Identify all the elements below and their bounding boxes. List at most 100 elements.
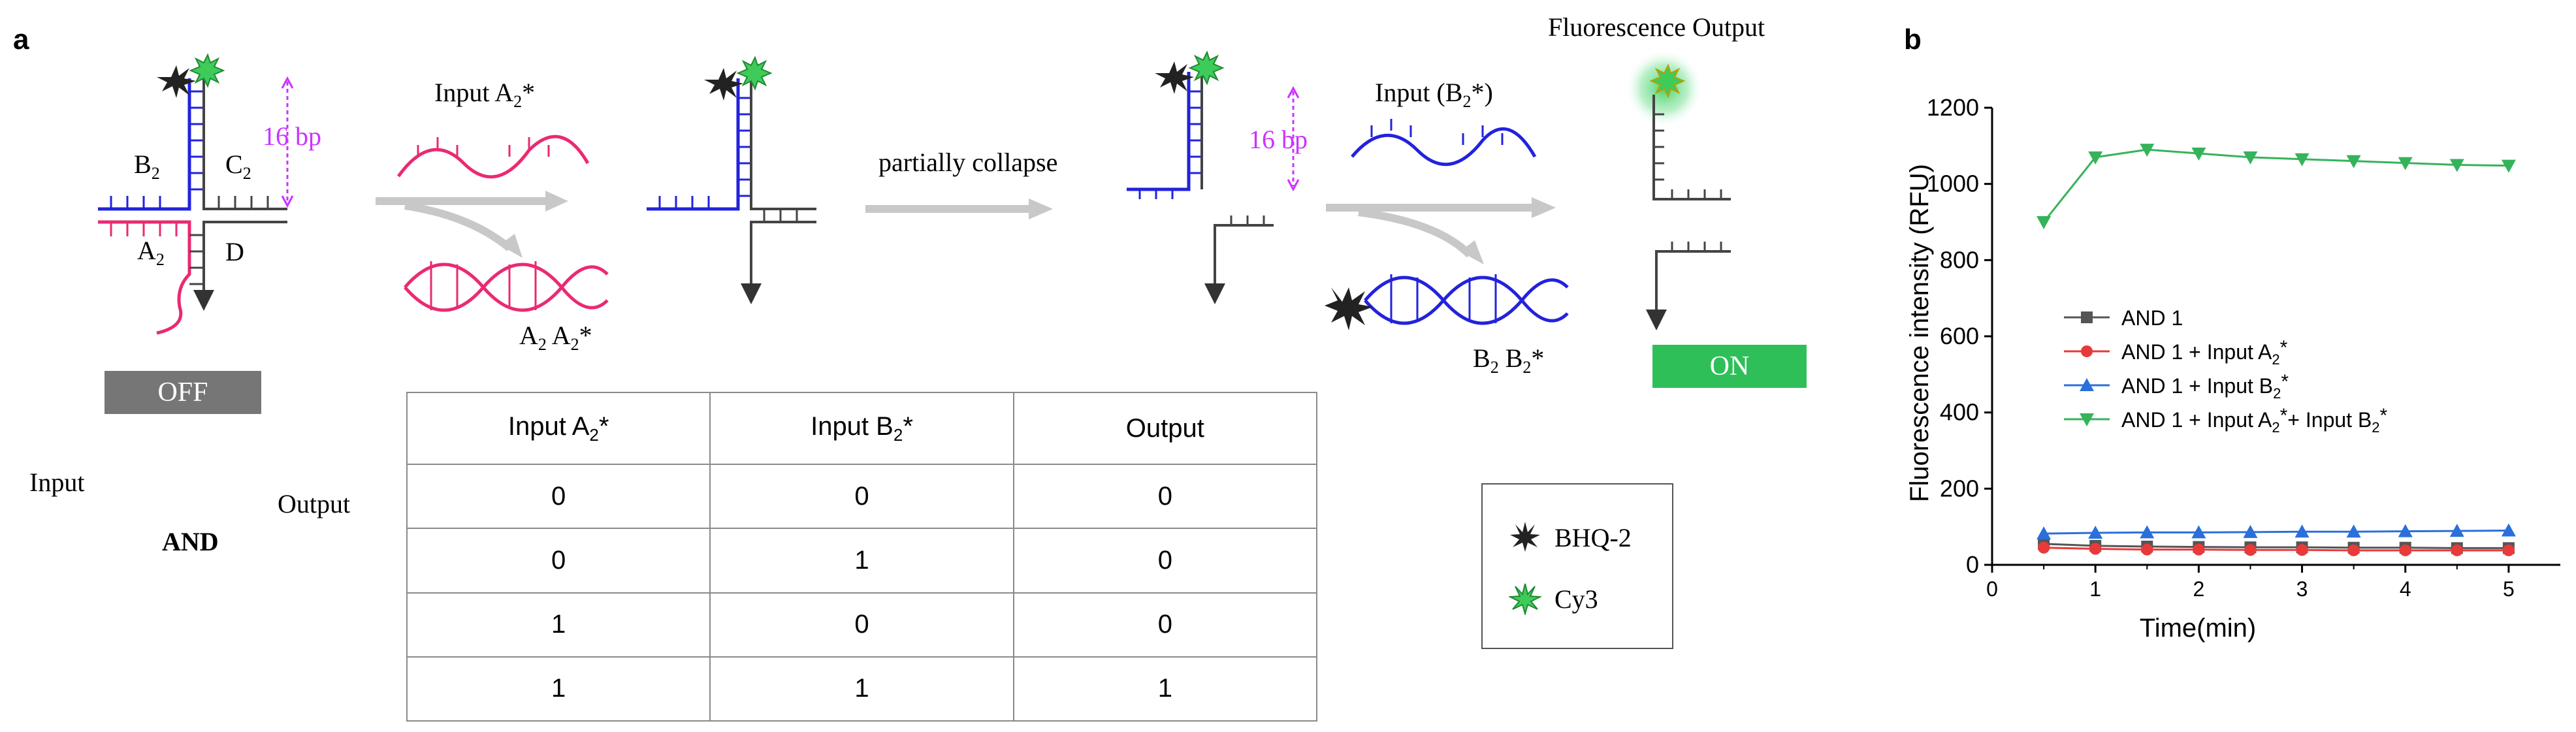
intermediate-structure-2 <box>1127 50 1300 304</box>
label-partially-collapse: partially collapse <box>878 148 1058 177</box>
data-point <box>2081 345 2093 357</box>
label-a-duplex: A2 A2* <box>519 321 592 354</box>
data-point <box>2243 524 2258 538</box>
intermediate-structure-1 <box>647 56 816 304</box>
data-point <box>2037 216 2052 229</box>
cy3-star-icon <box>1509 583 1541 615</box>
data-point <box>2346 155 2361 168</box>
a-duplex <box>404 261 609 312</box>
data-point <box>2088 151 2103 165</box>
label-a2: A2 <box>137 236 165 269</box>
input-a-strand <box>396 135 590 179</box>
y-tick-label: 1200 <box>1927 94 1979 121</box>
y-tick-label: 400 <box>1940 399 1979 426</box>
bhq-star-icon <box>1510 522 1540 552</box>
y-tick-label: 800 <box>1940 246 1979 273</box>
series-line <box>2044 543 2509 549</box>
label-input-b: Input (B2*) <box>1375 78 1493 111</box>
data-point <box>2398 524 2413 537</box>
legend-entry-label: AND 1 + Input B2* <box>2121 371 2289 402</box>
x-axis-label: Time(min) <box>2140 614 2257 643</box>
data-point <box>2080 413 2094 426</box>
data-point <box>2140 144 2155 157</box>
panel-letter-b: b <box>1904 24 1922 56</box>
cell: 0 <box>1012 592 1318 658</box>
label-16bp-left: 16 bp <box>263 121 321 151</box>
legend-entry-label: AND 1 <box>2121 306 2183 330</box>
data-point <box>2399 544 2411 556</box>
cell: 1 <box>709 528 1014 594</box>
y-axis-label: Fluorescence intensity (RFU) <box>1905 164 1934 502</box>
bhq-label: BHQ-2 <box>1554 523 1632 552</box>
cy3-label: Cy3 <box>1554 584 1598 614</box>
b-duplex <box>1364 274 1569 325</box>
data-point <box>2346 524 2361 538</box>
label-16bp-right: 16 bp <box>1249 125 1308 154</box>
x-tick-label: 5 <box>2503 577 2515 601</box>
label-fluorescence-output: Fluorescence Output <box>1548 12 1765 42</box>
data-point <box>2243 151 2258 165</box>
data-point <box>2141 543 2153 556</box>
off-state-box: OFF <box>105 371 261 414</box>
data-point <box>2294 153 2310 167</box>
cell: 0 <box>709 592 1014 658</box>
dna-schematic <box>98 49 1731 335</box>
data-point <box>2449 524 2464 537</box>
cell: 0 <box>406 528 711 594</box>
x-tick-label: 0 <box>1986 577 1998 601</box>
data-point <box>2088 526 2103 539</box>
label-input-a: Input A2* <box>434 78 536 111</box>
data-point <box>2191 525 2206 539</box>
junction-structure <box>98 53 294 335</box>
data-point <box>2089 543 2102 555</box>
data-point <box>2296 544 2308 556</box>
y-tick-label: 1000 <box>1927 170 1979 197</box>
cell: 0 <box>1012 464 1318 530</box>
cell: 1 <box>406 656 711 722</box>
data-point <box>2398 157 2413 170</box>
truth-table-header: Input A2* Input B2* Output <box>406 391 1318 466</box>
x-tick-label: 2 <box>2193 577 2204 601</box>
x-tick-label: 3 <box>2296 577 2308 601</box>
series-line <box>2042 148 2509 223</box>
y-tick-label: 600 <box>1940 323 1979 349</box>
data-point <box>2193 543 2205 556</box>
released-quencher-icon <box>1325 287 1373 330</box>
gate-name-label: AND <box>162 527 219 556</box>
cell: 1 <box>1012 656 1318 722</box>
data-point <box>2038 541 2050 554</box>
label-b-duplex: B2 B2* <box>1473 343 1545 377</box>
data-point <box>2502 544 2515 556</box>
quencher-star-icon <box>157 65 196 98</box>
x-tick-label: 4 <box>2400 577 2411 601</box>
y-tick-label: 0 <box>1966 551 1979 578</box>
label-d: D <box>225 237 244 266</box>
data-point <box>2081 311 2093 323</box>
fluorescence-chart: Fluorescence intensity (RFU) Time(min) 0… <box>1905 94 2560 643</box>
marker-legend: BHQ-2 Cy3 <box>1481 483 1673 649</box>
data-point <box>2501 159 2516 173</box>
fluorophore-star-icon <box>189 53 225 88</box>
header-output: Output <box>1012 391 1318 466</box>
data-point <box>2037 526 2052 540</box>
cell: 1 <box>406 592 711 658</box>
data-point <box>2244 544 2257 556</box>
data-point <box>2451 544 2463 556</box>
series-line <box>2044 530 2509 535</box>
legend-entry-label: AND 1 + Input A2* <box>2121 337 2288 368</box>
data-point <box>2080 378 2094 391</box>
label-b2: B2 <box>134 150 160 183</box>
y-tick-label: 200 <box>1940 475 1979 501</box>
cell: 1 <box>709 656 1014 722</box>
x-tick-label: 1 <box>2089 577 2101 601</box>
legend-entry-label: AND 1 + Input A2*+ Input B2* <box>2121 405 2388 436</box>
output-structure <box>1625 49 1731 330</box>
data-point <box>2294 524 2310 538</box>
cell: 0 <box>1012 528 1318 594</box>
panel-letter-a: a <box>13 24 29 56</box>
data-point <box>2449 159 2464 172</box>
